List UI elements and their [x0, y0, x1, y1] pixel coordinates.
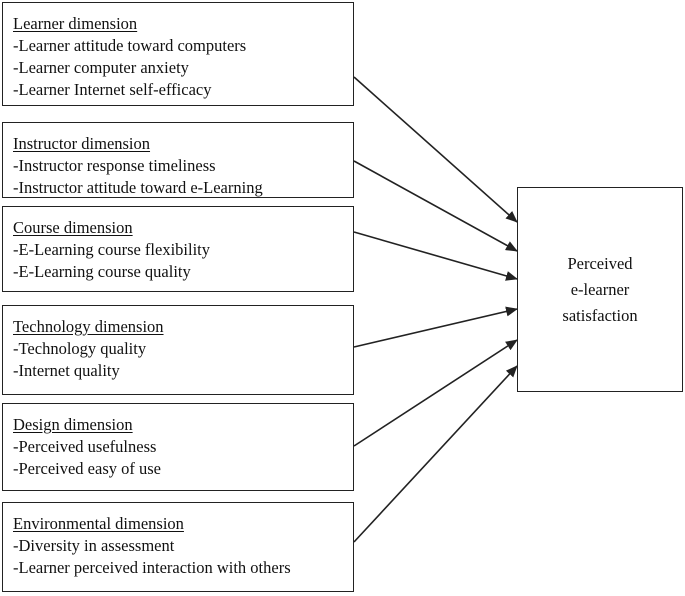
environmental-dimension-title: Environmental dimension [13, 514, 184, 533]
technology-dimension-box: Technology dimension -Technology quality… [2, 305, 354, 395]
environmental-dimension-item: -Diversity in assessment [13, 536, 175, 555]
learner-dimension-item: -Learner computer anxiety [13, 58, 189, 77]
technology-dimension-title: Technology dimension [13, 317, 164, 336]
learner-dimension-item: -Learner Internet self-efficacy [13, 80, 212, 99]
outcome-line: Perceived [567, 253, 633, 273]
design-dimension-item: -Perceived easy of use [13, 459, 161, 478]
outcome-line: satisfaction [562, 305, 638, 325]
design-dimension-title: Design dimension [13, 415, 133, 434]
learner-dimension-title: Learner dimension [13, 14, 138, 33]
learner-dimension-item: -Learner attitude toward computers [13, 36, 247, 55]
course-dimension-title: Course dimension [13, 218, 133, 237]
perceived-satisfaction-box: Perceived e-learner satisfaction [517, 187, 683, 392]
design-dimension-box: Design dimension -Perceived usefulness -… [2, 403, 354, 491]
instructor-dimension-item: -Instructor attitude toward e-Learning [13, 178, 263, 197]
outcome-line: e-learner [570, 279, 630, 299]
technology-dimension-item: -Internet quality [13, 361, 120, 380]
course-dimension-box: Course dimension -E-Learning course flex… [2, 206, 354, 292]
arrow-instructor-to-satisfaction [353, 160, 518, 252]
arrow-learner-to-satisfaction [353, 76, 518, 223]
environmental-dimension-item: -Learner perceived interaction with othe… [13, 558, 291, 577]
arrow-environmental-to-satisfaction [353, 365, 518, 543]
design-dimension-item: -Perceived usefulness [13, 437, 157, 456]
environmental-dimension-box: Environmental dimension -Diversity in as… [2, 502, 354, 592]
course-dimension-item: -E-Learning course quality [13, 262, 191, 281]
arrow-design-to-satisfaction [353, 339, 518, 447]
arrow-technology-to-satisfaction [353, 306, 518, 348]
instructor-dimension-item: -Instructor response timeliness [13, 156, 216, 175]
instructor-dimension-title: Instructor dimension [13, 134, 151, 153]
arrow-course-to-satisfaction [353, 231, 518, 281]
learner-dimension-box: Learner dimension -Learner attitude towa… [2, 2, 354, 106]
instructor-dimension-box: Instructor dimension -Instructor respons… [2, 122, 354, 198]
course-dimension-item: -E-Learning course flexibility [13, 240, 211, 259]
technology-dimension-item: -Technology quality [13, 339, 147, 358]
perceived-satisfaction-label: Perceived e-learner satisfaction [562, 251, 637, 329]
